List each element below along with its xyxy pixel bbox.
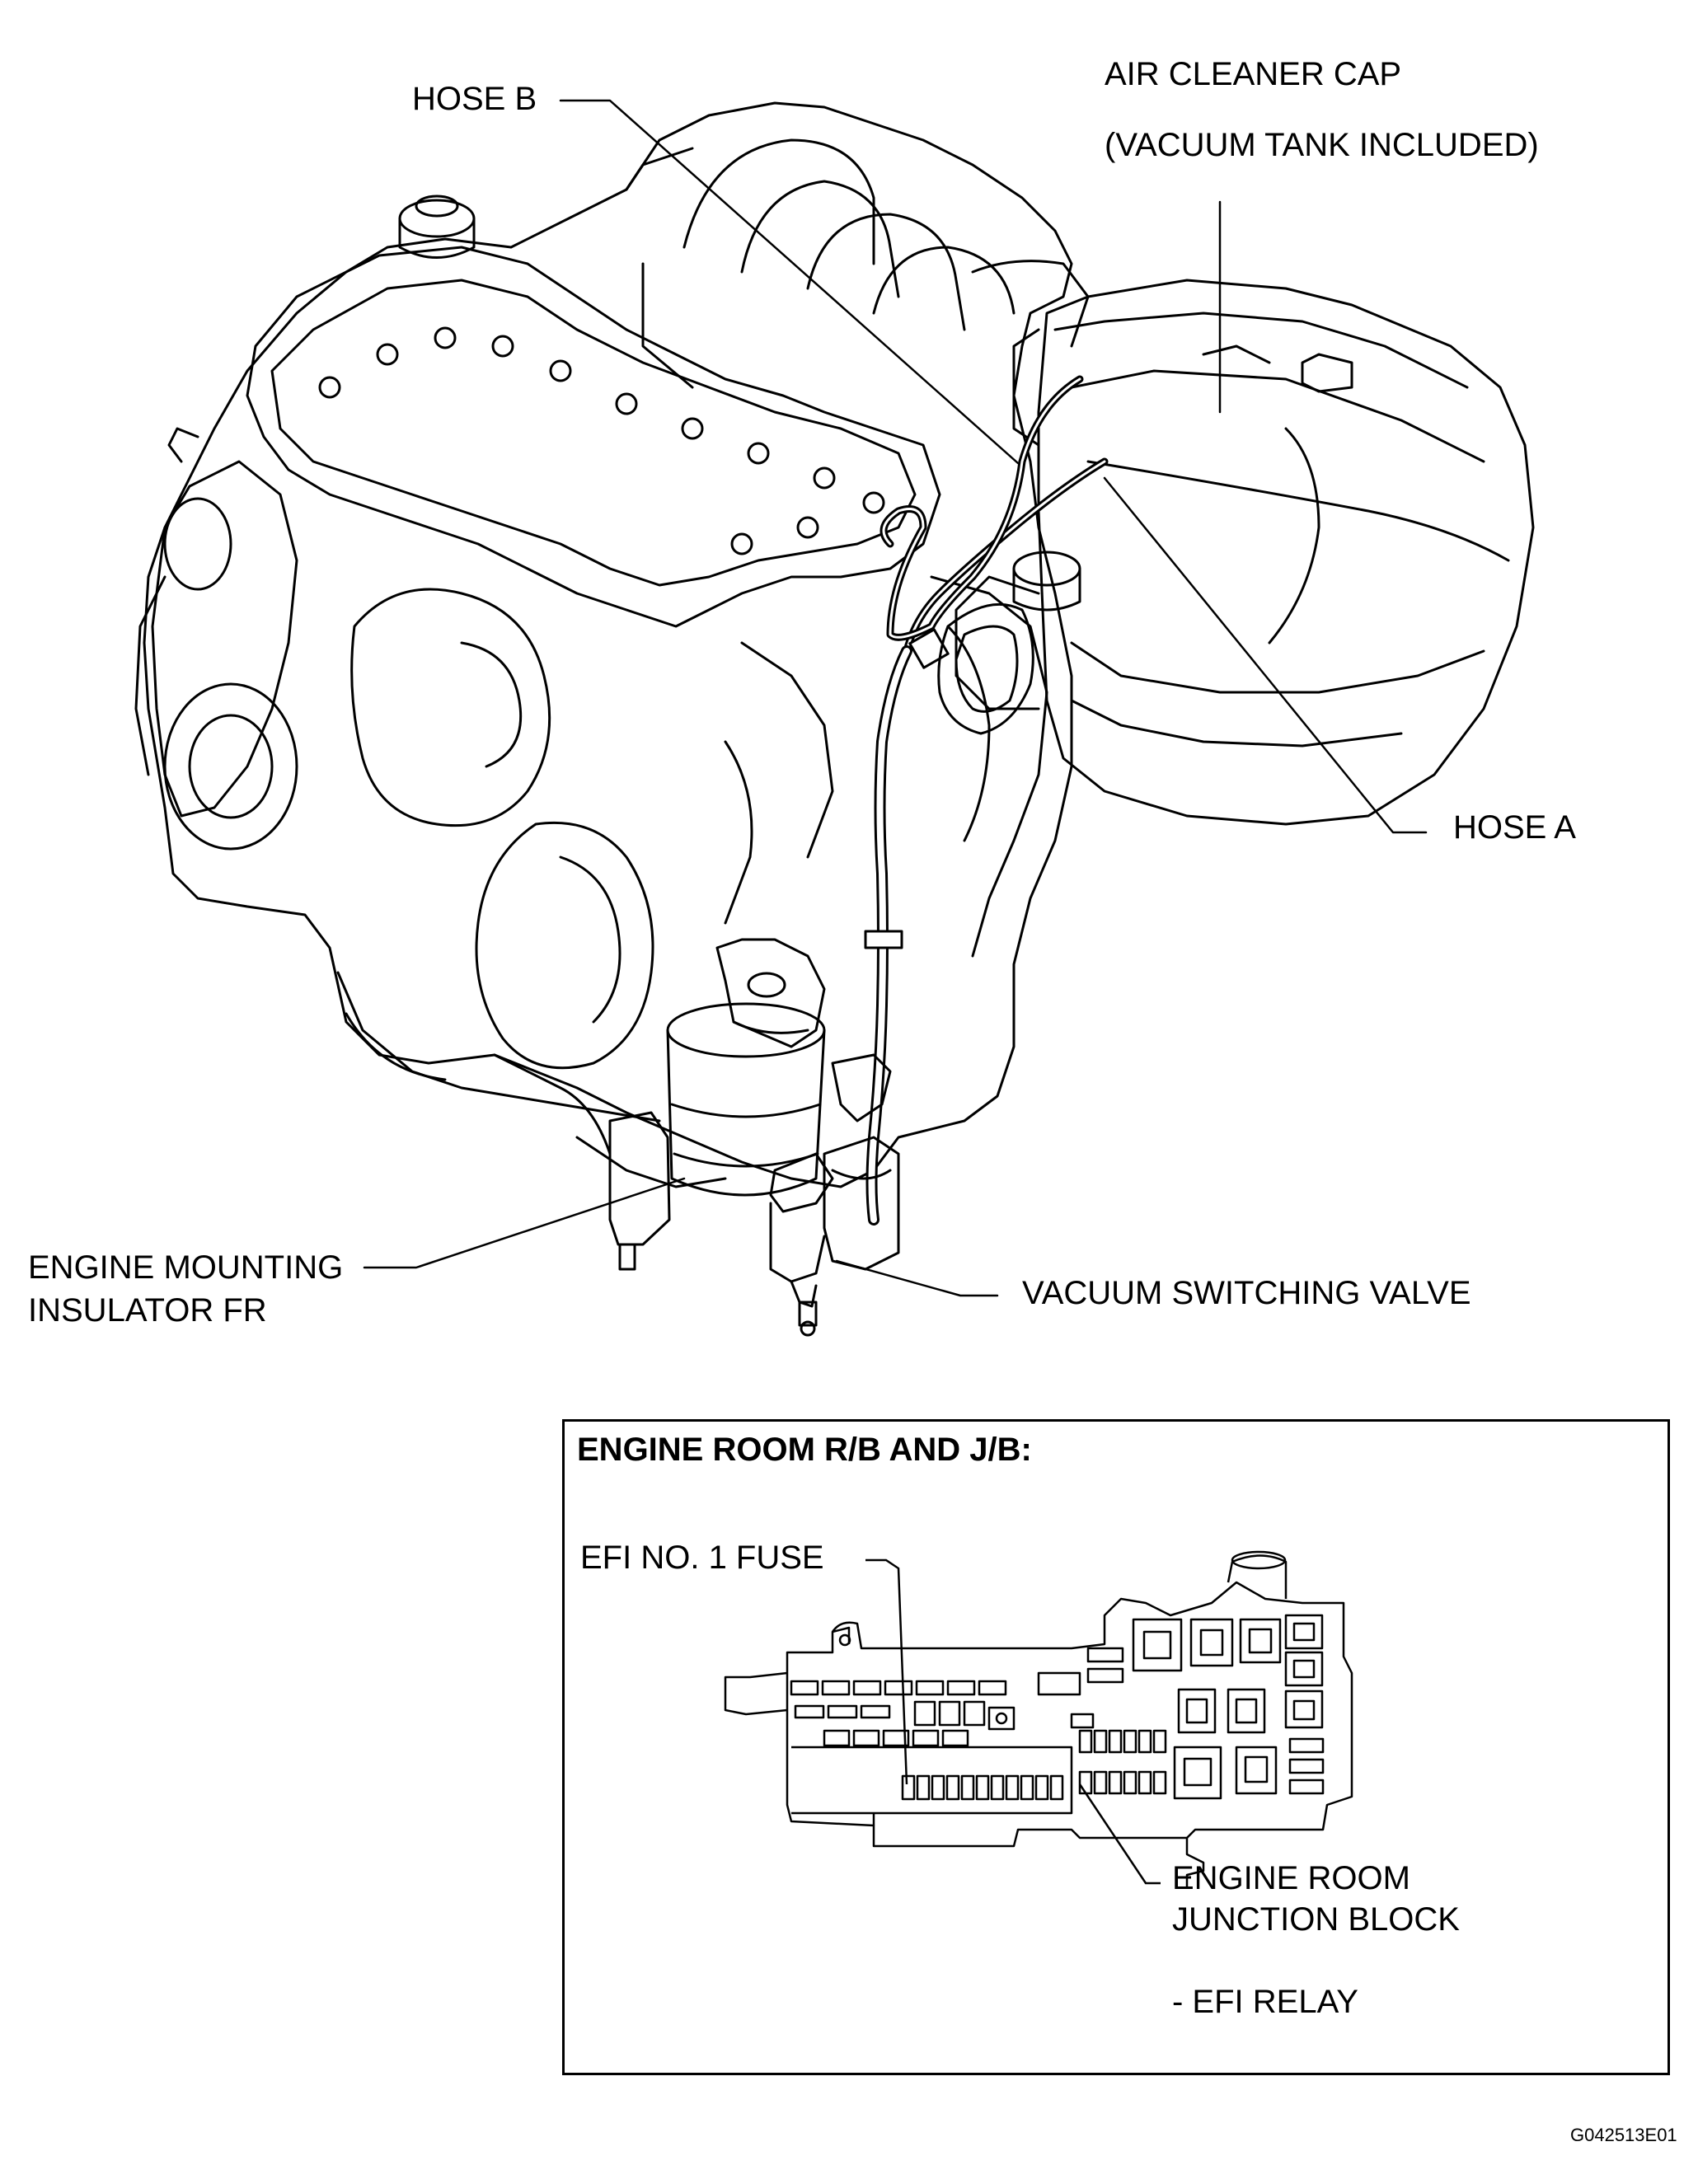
fuse-row-top	[790, 1680, 1016, 1731]
air-cleaner-cap	[955, 279, 1535, 826]
engine-block	[134, 101, 1090, 1188]
figure-code: G042513E01	[1570, 2125, 1677, 2145]
head-cover-bolts	[318, 326, 885, 555]
junction-block-label-line2: JUNCTION BLOCK	[1172, 1901, 1460, 1938]
engine-room-rb-jb-inset	[562, 1419, 1670, 2075]
air-cleaner-cap-label-line1: AIR CLEANER CAP	[1105, 56, 1402, 92]
fuse-row-right-bank	[1070, 1713, 1167, 1795]
hose-a	[903, 457, 1109, 655]
vacuum-switching-valve-label: VACUUM SWITCHING VALVE	[1022, 1275, 1471, 1311]
inset-leader-lines	[865, 1558, 1161, 1885]
efi-relay-label: - EFI RELAY	[1172, 1984, 1358, 2020]
vsv-hose	[864, 628, 950, 1226]
engine-mounting-label-line2: INSULATOR FR	[28, 1292, 267, 1329]
intake-manifold	[625, 138, 1016, 389]
vacuum-switching-valve	[769, 1053, 900, 1337]
relays	[1037, 1614, 1325, 1800]
engine-mounting-insulator	[493, 938, 826, 1271]
efi-no1-fuse-row	[901, 1774, 1064, 1801]
junction-block-drawing	[724, 1550, 1353, 1887]
exhaust-manifold	[350, 588, 654, 1070]
hose-b	[879, 375, 1084, 641]
hose-a-label: HOSE A	[1453, 809, 1576, 846]
transaxle	[724, 575, 1048, 958]
efi-no1-fuse-label: EFI NO. 1 FUSE	[580, 1540, 824, 1576]
timing-cover	[134, 427, 298, 851]
leader-lines	[363, 99, 1428, 1297]
junction-block-label-line1: ENGINE ROOM	[1172, 1860, 1410, 1896]
fuse-row-middle	[794, 1704, 969, 1747]
air-cleaner-cap-label-line2: (VACUUM TANK INCLUDED)	[1105, 127, 1539, 163]
inset-title: ENGINE ROOM R/B AND J/B:	[577, 1432, 1032, 1468]
engine-mounting-label-line1: ENGINE MOUNTING	[28, 1249, 344, 1286]
oil-filler-cap	[398, 194, 476, 259]
hose-bracket	[937, 551, 1081, 735]
hose-b-label: HOSE B	[412, 81, 537, 117]
oil-pan	[336, 971, 727, 1188]
